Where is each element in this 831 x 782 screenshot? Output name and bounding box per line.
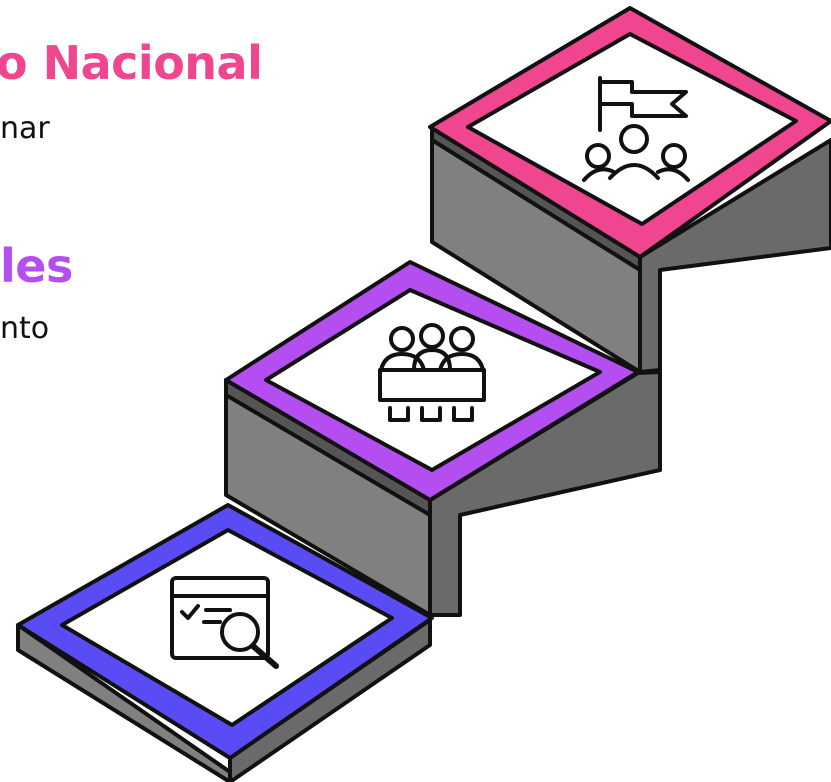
tile-top: [466, 32, 798, 226]
meeting-table-icon: [378, 323, 486, 422]
body-text-middle: nto: [0, 311, 50, 346]
document-search-icon: [170, 576, 279, 669]
heading-top: o Nacional: [0, 36, 263, 90]
body-text-top: nar: [0, 111, 50, 146]
flag-team-icon: [582, 76, 690, 182]
heading-middle: les: [0, 239, 73, 293]
